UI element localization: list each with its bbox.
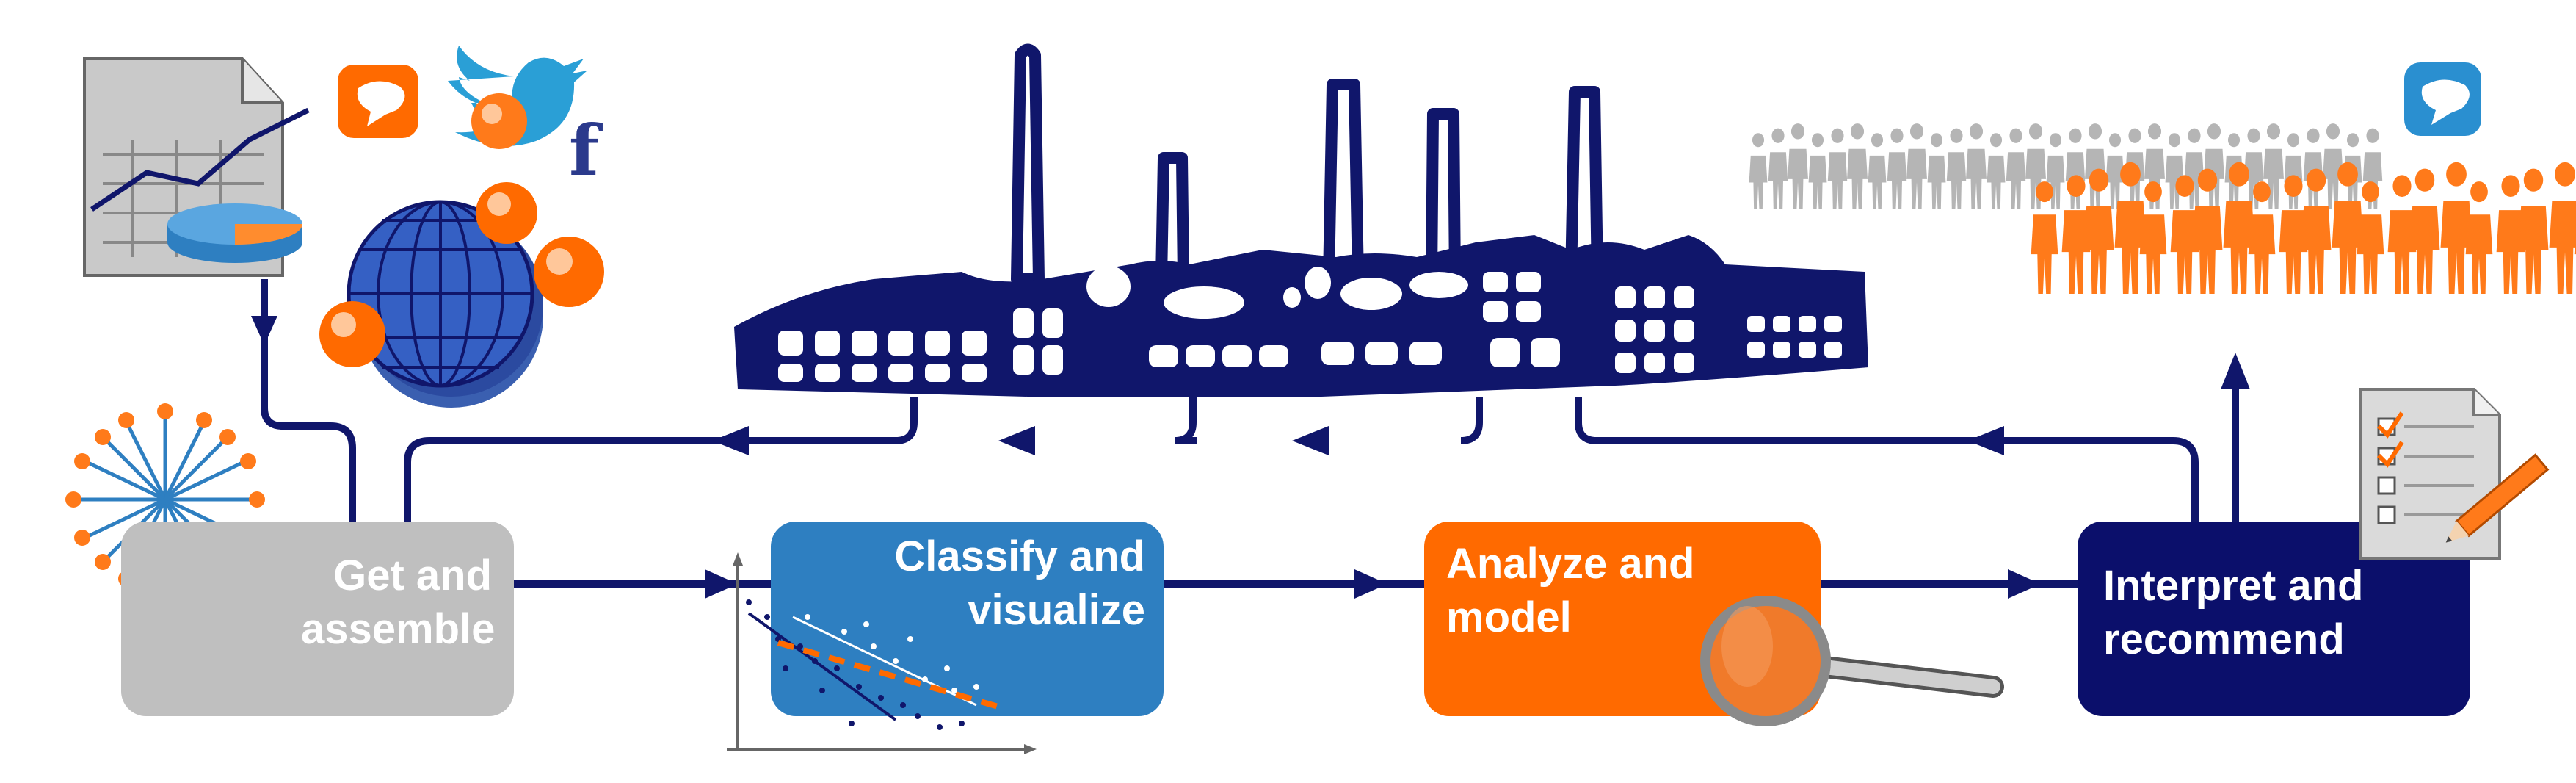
crowd-orange-icon [2031,162,2576,294]
stage-box-get [121,522,514,716]
stage-label-classify: Classify and visualize [894,533,1145,634]
stage-box-interpret [2078,522,2470,716]
globe-icon [319,93,604,408]
flow-lines [261,279,2239,588]
flow-arrowheads [251,316,2250,599]
stage-label-analyze: Analyze and model [1446,540,1695,641]
checklist-icon [2359,388,2550,560]
chat-bubble-icon [2404,62,2481,136]
stage-label-get: Get and assemble [301,552,496,653]
factory-icon [734,43,1868,397]
document-chart-icon [83,57,310,277]
crowd-gray-icon [1749,123,2383,209]
stage-label-interpret: Interpret and recommend [2103,562,2364,663]
magnifying-glass-icon [1700,596,2004,726]
scatter-plot-icon [727,552,1037,754]
svg-text:f: f [569,110,603,192]
chat-bubble-icon [338,65,418,138]
twitter-bird-icon [448,46,587,146]
facebook-f-icon: f [569,110,603,192]
